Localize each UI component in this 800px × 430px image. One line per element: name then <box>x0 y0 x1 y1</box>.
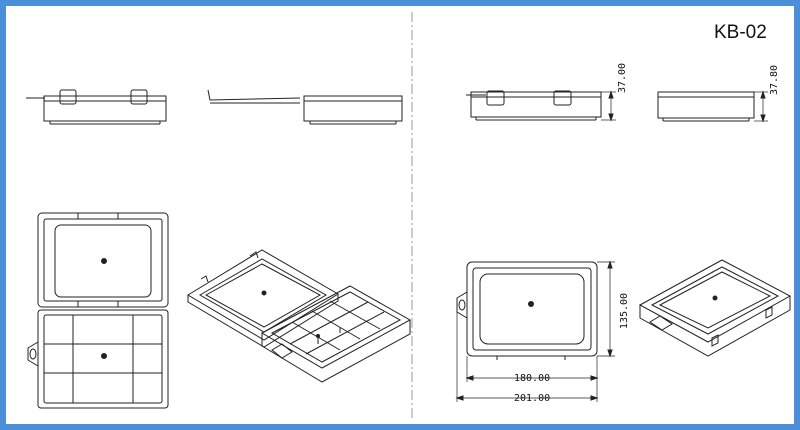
side-view-open <box>207 89 403 125</box>
top-view-dimensioned <box>455 260 615 402</box>
dimension-height-front: 37.00 <box>617 62 629 94</box>
dimension-inner-width: 180.00 <box>514 373 551 384</box>
top-view-open <box>27 212 169 409</box>
dimension-height-side: 37.80 <box>769 64 781 96</box>
front-view-dimensioned <box>466 90 616 122</box>
dimension-depth: 135.00 <box>619 292 631 330</box>
front-view-closed <box>26 89 167 125</box>
dimension-overall-width: 201.00 <box>514 393 551 404</box>
isometric-view-open <box>187 249 412 383</box>
technical-drawing <box>26 12 792 420</box>
side-view-dimensioned <box>657 90 768 123</box>
isometric-view-closed <box>638 259 792 357</box>
model-code: KB-02 <box>714 22 767 43</box>
